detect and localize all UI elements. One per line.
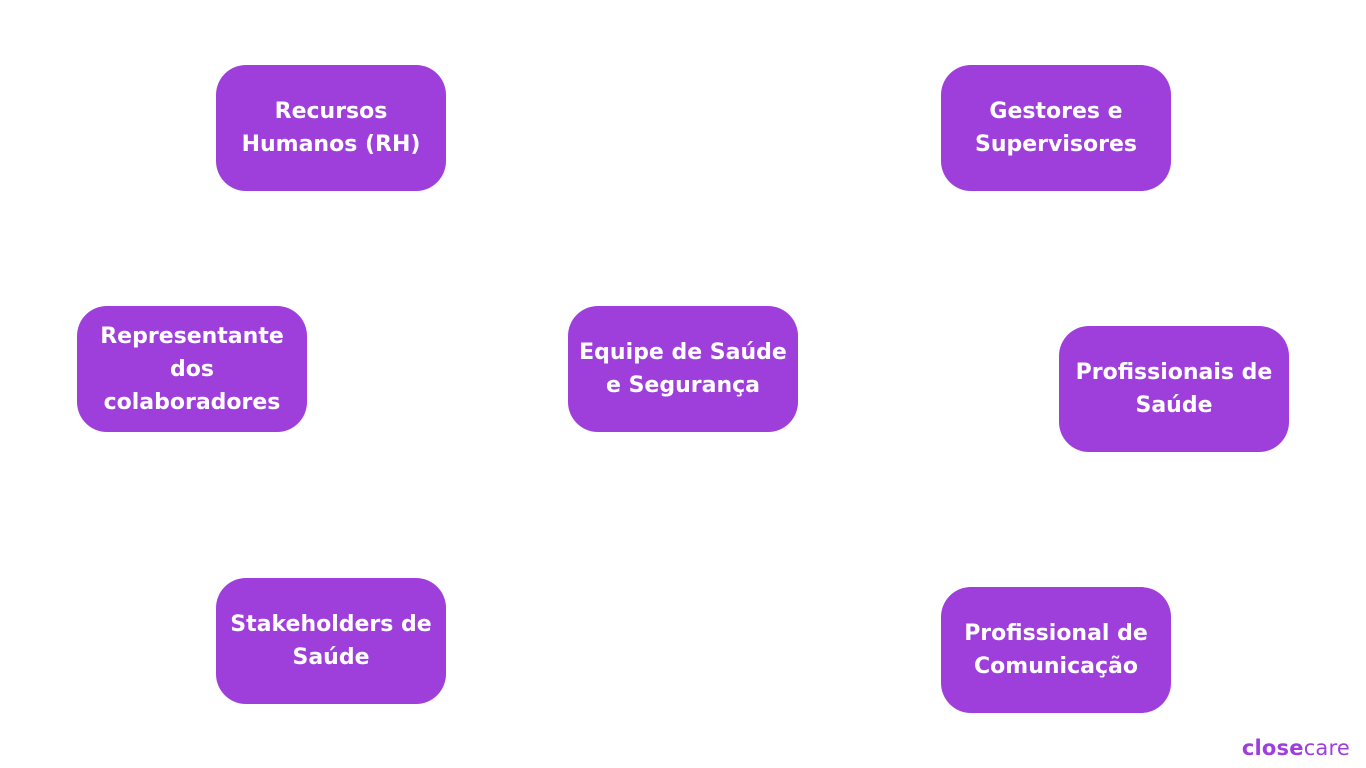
node-label: Representante dos colaboradores [100,323,284,415]
node-equipe-saude-seguranca: Equipe de Saúde e Segurança [568,306,798,432]
node-label: Recursos Humanos (RH) [241,99,421,157]
node-stakeholders-saude: Stakeholders de Saúde [216,578,446,704]
node-label: Equipe de Saúde e Segurança [579,340,787,398]
node-representante-colaboradores: Representante dos colaboradores [77,306,307,432]
node-label: Profissionais de Saúde [1075,360,1273,418]
logo-part-close: close [1241,736,1304,760]
node-profissional-comunicacao: Profissional de Comunicação [941,587,1171,713]
node-profissionais-saude: Profissionais de Saúde [1059,326,1289,452]
logo-part-care: care [1303,736,1350,760]
node-label: Profissional de Comunicação [964,621,1148,679]
node-label: Gestores e Supervisores [975,99,1137,157]
node-gestores-supervisores: Gestores e Supervisores [941,65,1171,191]
node-label: Stakeholders de Saúde [230,612,432,670]
closecare-logo: closecare [1242,736,1350,760]
node-recursos-humanos: Recursos Humanos (RH) [216,65,446,191]
